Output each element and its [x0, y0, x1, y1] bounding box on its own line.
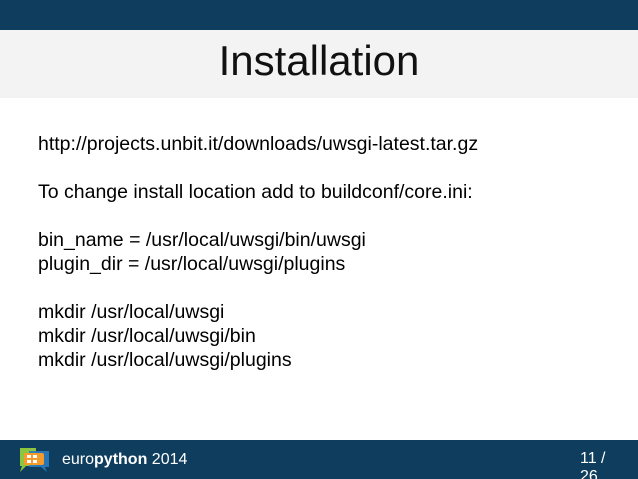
europython-logo-icon [20, 448, 49, 472]
content-line: bin_name = /usr/local/uwsgi/bin/uwsgi [38, 229, 366, 251]
header-bar [0, 0, 638, 30]
brand-bold: python [94, 451, 148, 468]
footer-bar: europython 2014 11 / 26 [0, 440, 638, 479]
brand-prefix: euro [62, 451, 95, 468]
brand-year: 2014 [147, 451, 188, 468]
content-line: mkdir /usr/local/uwsgi/plugins [38, 349, 292, 371]
page-number: 11 / 26 [580, 450, 606, 479]
slide-title: Installation [218, 37, 420, 84]
content-line: plugin_dir = /usr/local/uwsgi/plugins [38, 253, 346, 275]
content-line: mkdir /usr/local/uwsgi/bin [38, 325, 256, 347]
content-line [38, 276, 628, 300]
content-line: To change install location add to buildc… [38, 181, 473, 203]
content-line [38, 204, 628, 228]
title-band [0, 30, 638, 98]
content-line [38, 156, 628, 180]
footer-brand: europython 2014 [62, 450, 187, 470]
slide-content: http://projects.unbit.it/downloads/uwsgi… [38, 132, 628, 372]
content-line: mkdir /usr/local/uwsgi [38, 301, 225, 323]
content-line: http://projects.unbit.it/downloads/uwsgi… [38, 133, 479, 155]
